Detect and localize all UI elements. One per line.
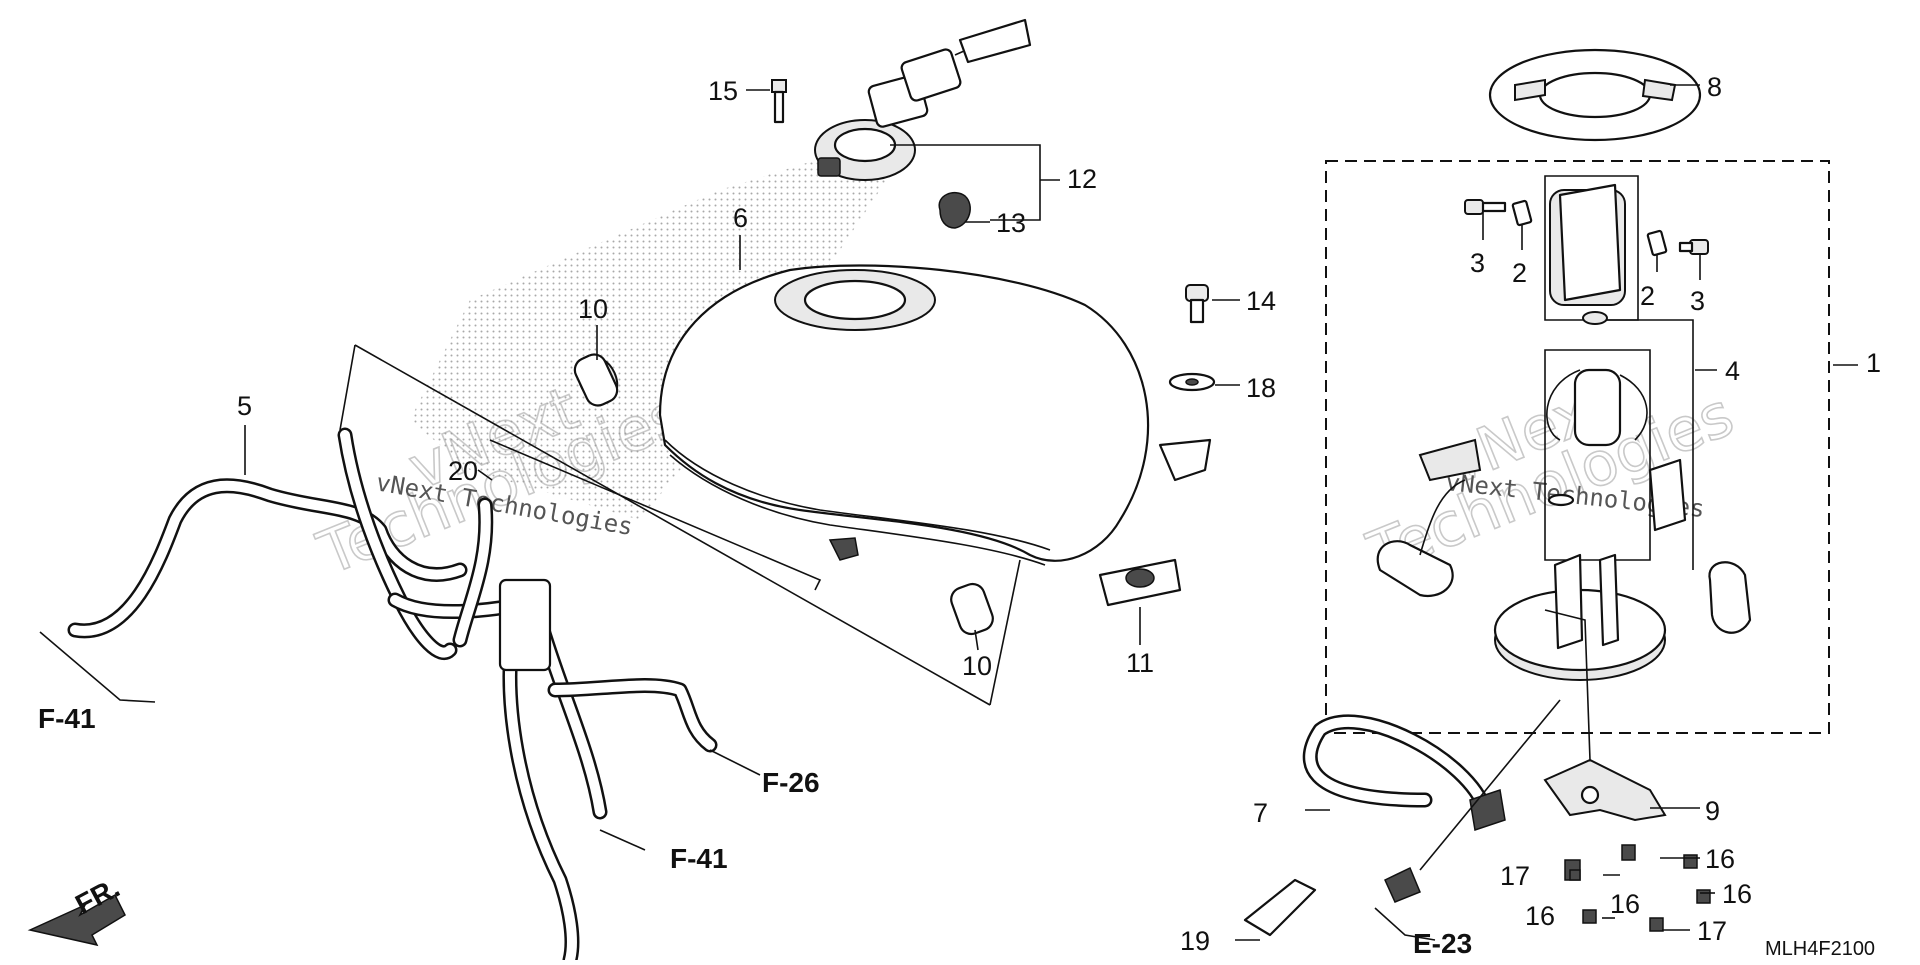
callout-11: 11 — [1126, 648, 1154, 678]
seal-ring-8 — [1488, 48, 1702, 142]
callout-12: 12 — [1067, 164, 1097, 194]
callout-17-b: 17 — [1697, 916, 1727, 946]
exploded-lines-left — [339, 344, 1021, 706]
clip-19 — [1243, 878, 1317, 937]
callout-18: 18 — [1246, 373, 1276, 403]
bolt-15 — [771, 79, 787, 124]
callout-1: 1 — [1866, 348, 1881, 378]
callouts: 1 2 2 3 3 4 5 6 7 8 9 10 10 11 12 13 14 … — [237, 72, 1881, 956]
callout-6: 6 — [733, 203, 748, 233]
reference-arrows — [27, 631, 1436, 947]
fuel-cap-assembly — [814, 18, 1032, 181]
callout-2-right: 2 — [1640, 281, 1655, 311]
callout-7: 7 — [1253, 798, 1268, 828]
fuel-tank — [658, 264, 1212, 566]
fuel-pump-unit — [1376, 183, 1752, 634]
rubber-10-upper — [573, 353, 619, 407]
callout-13: 13 — [996, 208, 1026, 238]
ref-f26: F-26 — [762, 767, 820, 798]
pump-sub-frame — [1544, 175, 1694, 570]
callout-3-left: 3 — [1470, 248, 1485, 278]
bolt-3-right — [1678, 239, 1709, 255]
bracket-11 — [1098, 558, 1182, 607]
mounting-plate-9 — [1419, 609, 1667, 871]
callout-16-d: 16 — [1525, 901, 1555, 931]
pump-flange — [1493, 553, 1667, 681]
hose-assembly — [67, 427, 718, 965]
callout-10-upper: 10 — [578, 294, 608, 324]
callout-15: 15 — [708, 76, 738, 106]
washer-18 — [1168, 372, 1216, 392]
ref-f41-bottom: F-41 — [670, 843, 728, 874]
leader-lines — [244, 84, 1858, 941]
pump-dashed-frame — [1325, 160, 1830, 734]
callout-3-right: 3 — [1690, 286, 1705, 316]
rubber-10-lower — [950, 582, 994, 636]
callout-14: 14 — [1246, 286, 1276, 316]
callout-17-a: 17 — [1500, 861, 1530, 891]
fuel-feed-hose — [1302, 714, 1506, 903]
callout-19: 19 — [1180, 926, 1210, 956]
callout-4: 4 — [1725, 356, 1740, 386]
callout-9: 9 — [1705, 796, 1720, 826]
washer-2-left — [1511, 199, 1533, 227]
diagram-code: MLH4F2100 — [1765, 938, 1875, 960]
callout-16-a: 16 — [1610, 889, 1640, 919]
rubber-13 — [938, 191, 971, 229]
ref-e23: E-23 — [1413, 928, 1472, 959]
washer-2-right — [1646, 229, 1668, 257]
bolt-3-left — [1464, 199, 1507, 215]
callout-16-c: 16 — [1722, 879, 1752, 909]
callout-5: 5 — [237, 391, 252, 421]
callout-10-lower: 10 — [962, 651, 992, 681]
ref-f41-left: F-41 — [38, 703, 96, 734]
callout-20: 20 — [448, 456, 478, 486]
callout-2-left: 2 — [1512, 258, 1527, 288]
callout-8: 8 — [1707, 72, 1722, 102]
callout-16-b: 16 — [1705, 844, 1735, 874]
dotted-shading — [410, 140, 890, 520]
bolt-14 — [1185, 284, 1209, 324]
